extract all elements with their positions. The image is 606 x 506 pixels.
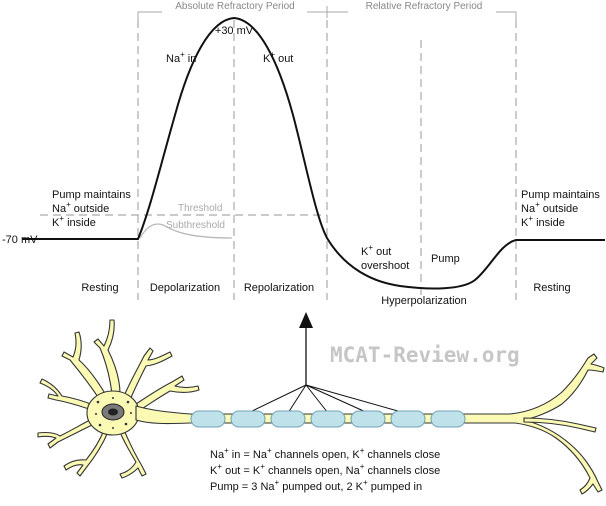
myelin-segment-4 [310, 410, 346, 428]
pointer-line-5 [305, 384, 406, 414]
k-out-overshoot-label-1: K+ out [361, 243, 391, 258]
relative-bracket-right [496, 11, 517, 20]
myelin-segment-7 [430, 410, 466, 428]
pump-maintains-right-line3: K+ inside [521, 214, 565, 229]
legend-line-1: Na+ in = Na+ channels open, K+ channels … [210, 446, 440, 461]
dendrite-bottom-right [119, 429, 147, 479]
phase-hyperpolarization: Hyperpolarization [381, 295, 467, 307]
legend-line-3: Pump = 3 Na+ pumped out, 2 K+ pumped in [210, 478, 422, 493]
dendrite-right-upper [135, 375, 200, 411]
myelin-segment-3 [270, 410, 306, 428]
resting-potential-label: -70 mV [2, 234, 38, 246]
pump-maintains-left-line1: Pump maintains [52, 189, 131, 201]
axon-branch-middle [523, 417, 597, 433]
nucleus [101, 403, 125, 421]
pointer-line-4 [305, 384, 369, 414]
subthreshold-label: Subthreshold [166, 220, 225, 231]
phase-repolarization: Repolarization [244, 282, 314, 294]
phase-depolarization: Depolarization [150, 282, 220, 294]
phase-resting-left: Resting [81, 282, 118, 294]
watermark: MCAT-Review.org [330, 343, 520, 367]
dendrite-top [93, 319, 121, 395]
myelin-sheaths [190, 410, 466, 428]
phase-resting-right: Resting [533, 282, 570, 294]
relative-refractory-label: Relative Refractory Period [366, 1, 483, 12]
legend: Na+ in = Na+ channels open, K+ channels … [210, 446, 440, 493]
k-out-label: K+ out [263, 50, 293, 65]
absolute-refractory-label: Absolute Refractory Period [175, 1, 295, 12]
threshold-label: Threshold [178, 203, 222, 214]
na-in-label: Na+ in [166, 50, 196, 65]
pump-maintains-left-line3: K+ inside [52, 214, 96, 229]
dendrite-upper-left [61, 331, 107, 401]
phase-dividers [137, 20, 517, 300]
pump-maintains-right-line1: Pump maintains [521, 189, 600, 201]
pointer-arrow [247, 312, 406, 414]
pointer-line-3 [305, 384, 329, 414]
pump-maintains-left: Pump maintains Na+ outside K+ inside [52, 189, 131, 229]
dendrite-lower-left [37, 419, 95, 449]
myelin-segment-6 [390, 410, 426, 428]
action-potential-curve [22, 16, 605, 290]
dendrite-top-right [123, 347, 173, 401]
dendrite-left [39, 378, 97, 411]
pump-label: Pump [431, 253, 460, 265]
refractory-brackets [137, 6, 517, 20]
pointer-line-2 [287, 384, 307, 414]
subthreshold-curve [139, 223, 233, 239]
myelin-segment-5 [350, 410, 386, 428]
k-out-overshoot-label-2: overshoot [361, 260, 409, 272]
pump-maintains-right-line2: Na+ outside [521, 200, 578, 215]
pointer-line-1 [247, 384, 307, 414]
organelles [95, 397, 132, 429]
nucleolus [108, 408, 118, 416]
myelin-segment-2 [230, 410, 266, 428]
peak-label: +30 mV [215, 25, 254, 37]
dendrite-bottom [63, 429, 109, 477]
pump-maintains-right: Pump maintains Na+ outside K+ inside [521, 189, 600, 229]
arrow-head [299, 312, 313, 328]
pump-maintains-left-line2: Na+ outside [52, 200, 109, 215]
absolute-bracket-left [137, 11, 162, 20]
legend-line-2: K+ out = K+ channels open, Na+ channels … [210, 462, 440, 477]
myelin-segment-1 [190, 410, 226, 428]
